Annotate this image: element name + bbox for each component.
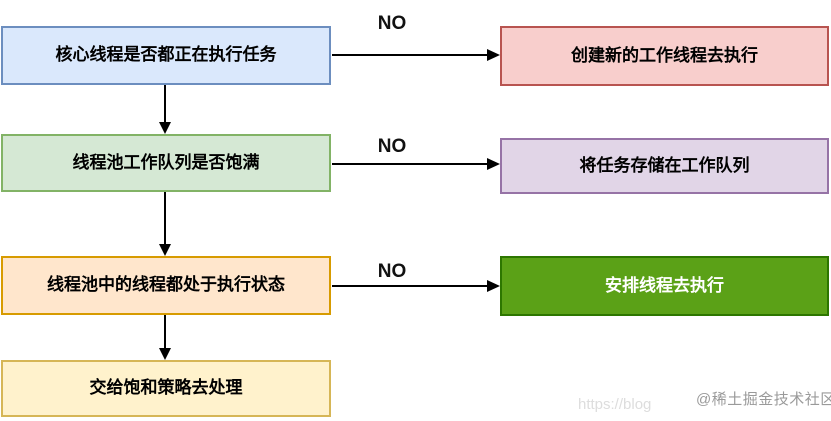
arrow-down-1-head-icon [159,122,171,134]
node-schedule-thread-execute: 安排线程去执行 [500,256,829,316]
edge-label-no-3: NO [377,261,407,282]
node-label: 安排线程去执行 [605,275,724,295]
arrow-down-3-head-icon [159,348,171,360]
arrow-right-3-line [332,285,487,287]
node-label: 将任务存储在工作队列 [579,155,750,175]
watermark-blog-url: https://blog [578,396,652,413]
arrow-down-2-line [164,192,166,245]
arrow-right-1-head-icon [487,49,500,61]
arrow-right-2-line [332,163,487,165]
arrow-down-1-line [164,85,166,123]
arrow-right-2-head-icon [487,158,500,170]
node-core-threads-all-busy: 核心线程是否都正在执行任务 [1,26,331,85]
arrow-down-2-head-icon [159,244,171,256]
node-label: 线程池中的线程都处于执行状态 [47,275,285,295]
node-pool-threads-all-executing: 线程池中的线程都处于执行状态 [1,256,331,315]
node-store-task-in-queue: 将任务存储在工作队列 [500,138,829,194]
node-label: 创建新的工作线程去执行 [571,45,758,65]
edge-label-no-2: NO [377,136,407,157]
node-label: 线程池工作队列是否饱满 [72,152,260,172]
node-saturation-policy: 交给饱和策略去处理 [1,360,331,417]
arrow-down-3-line [164,315,166,349]
node-label: 交给饱和策略去处理 [89,378,243,398]
arrow-right-3-head-icon [487,280,500,292]
arrow-right-1-line [332,54,487,56]
watermark-juejin-community: @稀土掘金技术社区 [696,391,831,408]
node-create-new-worker-thread: 创建新的工作线程去执行 [500,26,829,86]
edge-label-no-1: NO [377,13,407,34]
node-work-queue-full: 线程池工作队列是否饱满 [1,134,331,192]
node-label: 核心线程是否都正在执行任务 [55,45,277,65]
